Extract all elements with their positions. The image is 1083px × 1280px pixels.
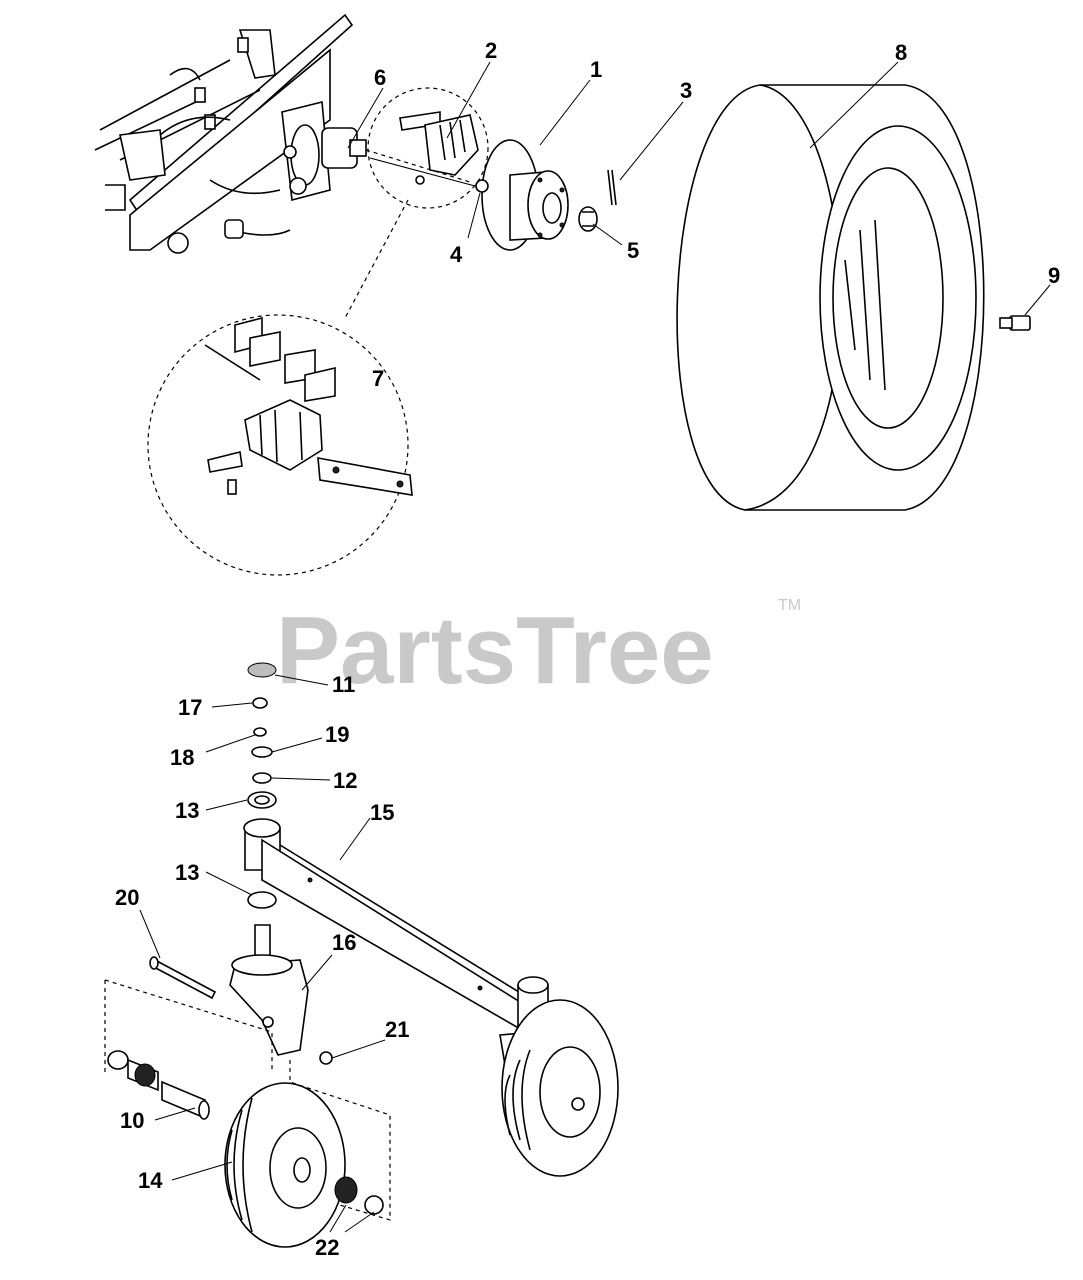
callout-21: 21 bbox=[385, 1017, 409, 1042]
caliper-exploded-view bbox=[147, 199, 413, 576]
caster-fork-left bbox=[229, 954, 309, 1056]
callout-10: 10 bbox=[120, 1108, 144, 1133]
callout-11: 11 bbox=[332, 672, 355, 697]
caster-wheel-right bbox=[499, 999, 619, 1177]
callout-14: 14 bbox=[138, 1168, 163, 1193]
callout-22: 22 bbox=[315, 1235, 339, 1260]
callout-20: 20 bbox=[115, 885, 139, 910]
pivot-bolt bbox=[149, 956, 217, 1000]
rear-tire bbox=[676, 84, 985, 511]
callout-13-lower: 13 bbox=[175, 860, 199, 885]
callout-17: 17 bbox=[178, 695, 202, 720]
brake-caliper-detail bbox=[367, 87, 489, 209]
lock-nut bbox=[319, 1051, 333, 1065]
callout-9: 9 bbox=[1048, 263, 1060, 288]
hub-assembly bbox=[475, 139, 569, 251]
callout-13-upper: 13 bbox=[175, 798, 199, 823]
frame-assembly bbox=[94, 13, 367, 254]
front-wheel bbox=[224, 1082, 384, 1248]
lower-bearing bbox=[247, 891, 277, 909]
watermark: PartsTree TM bbox=[276, 597, 801, 704]
callout-1: 1 bbox=[590, 57, 602, 82]
callout-7: 7 bbox=[372, 366, 384, 391]
leader-lines bbox=[139, 61, 1051, 1233]
caster-hardware-stack bbox=[247, 662, 277, 809]
wheel-spacer-parts bbox=[107, 1050, 210, 1120]
shaft-alignment-line bbox=[365, 149, 471, 183]
callout-4: 4 bbox=[450, 242, 463, 267]
callout-6: 6 bbox=[374, 65, 386, 90]
callout-19: 19 bbox=[325, 722, 349, 747]
callout-5: 5 bbox=[627, 238, 639, 263]
callout-15: 15 bbox=[370, 800, 394, 825]
cotter-pin bbox=[607, 169, 617, 206]
callout-3: 3 bbox=[680, 78, 692, 103]
castle-nut bbox=[578, 206, 598, 232]
callout-labels: 1 2 3 4 5 6 7 8 9 10 11 12 13 13 14 15 1… bbox=[115, 38, 1060, 1260]
callout-2: 2 bbox=[485, 38, 497, 63]
watermark-trademark: TM bbox=[778, 597, 801, 614]
callout-18: 18 bbox=[170, 745, 194, 770]
callout-8: 8 bbox=[895, 40, 907, 65]
wheel-explode-box bbox=[104, 979, 391, 1221]
callout-16: 16 bbox=[332, 930, 356, 955]
shaft-key-line bbox=[369, 157, 476, 187]
watermark-brand: PartsTree bbox=[276, 597, 714, 704]
callout-12: 12 bbox=[333, 768, 357, 793]
wheel-bolt bbox=[999, 315, 1031, 331]
